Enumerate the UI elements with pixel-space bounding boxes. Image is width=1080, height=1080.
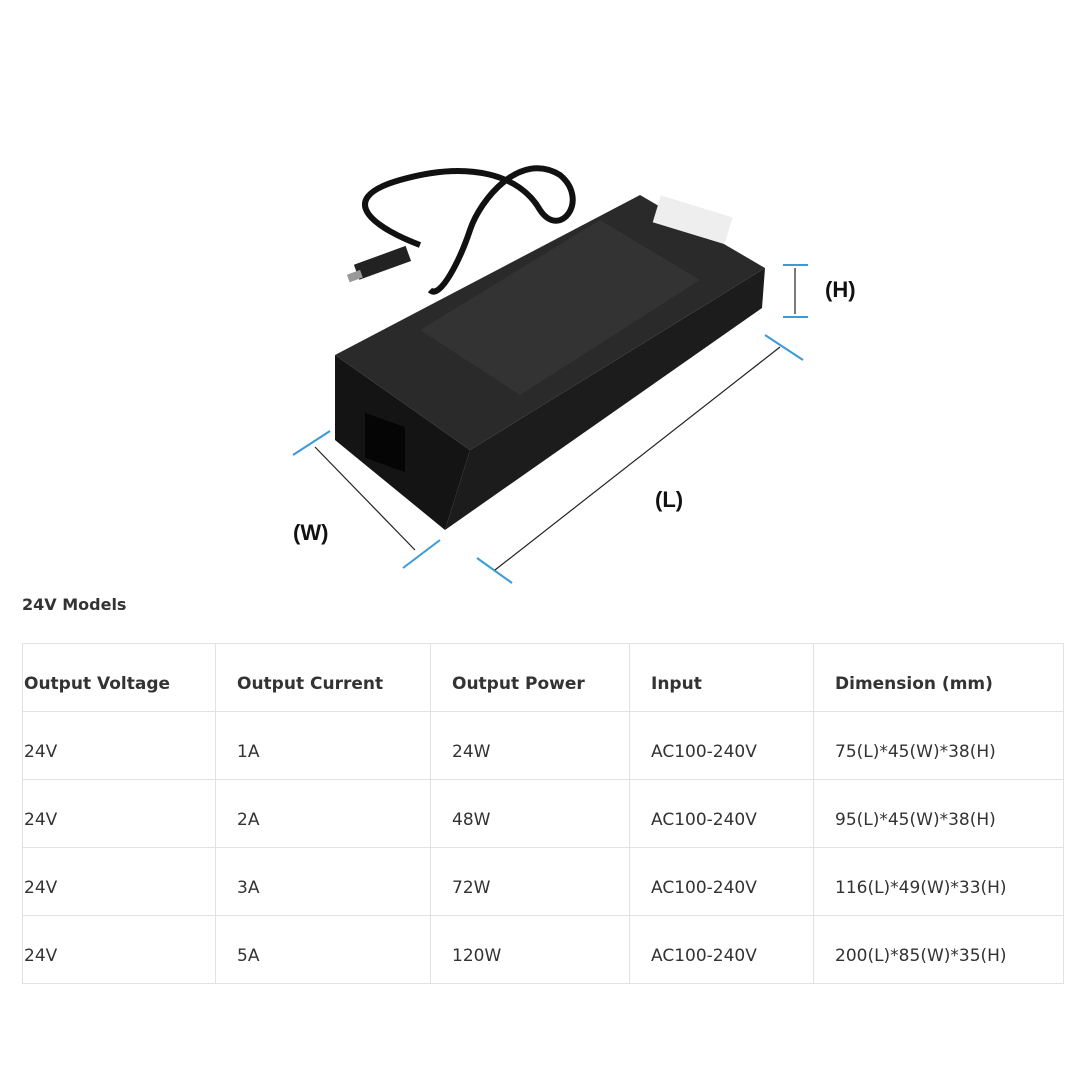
dc-cable: [362, 165, 576, 295]
cell-output-voltage: 24V: [22, 779, 216, 848]
dimension-ticks: [292, 264, 808, 584]
cell-output-voltage: 24V: [22, 711, 216, 780]
cell-input: AC100-240V: [629, 711, 814, 780]
height-label: (H): [825, 277, 856, 302]
cell-output-power: 48W: [430, 779, 630, 848]
cell-input: AC100-240V: [629, 915, 814, 984]
cell-output-power: 24W: [430, 711, 630, 780]
header-output-current: Output Current: [215, 643, 431, 712]
power-adapter-image: [292, 165, 808, 584]
adapter-side-face: [445, 268, 765, 530]
width-label: (W): [293, 520, 329, 545]
cell-output-current: 5A: [215, 915, 431, 984]
cell-output-voltage: 24V: [22, 847, 216, 916]
cell-input: AC100-240V: [629, 779, 814, 848]
header-output-voltage: Output Voltage: [22, 643, 216, 712]
cell-dimension: 116(L)*49(W)*33(H): [813, 847, 1064, 916]
dc-plug: [353, 245, 412, 280]
adapter-label-area: [420, 220, 700, 395]
header-dimension: Dimension (mm): [813, 643, 1064, 712]
cell-output-power: 72W: [430, 847, 630, 916]
length-label: (L): [655, 487, 684, 512]
header-output-power: Output Power: [430, 643, 630, 712]
header-input: Input: [629, 643, 814, 712]
table-header-row: Output Voltage Output Current Output Pow…: [22, 643, 1064, 712]
cell-output-current: 2A: [215, 779, 431, 848]
cell-output-current: 3A: [215, 847, 431, 916]
cell-dimension: 95(L)*45(W)*38(H): [813, 779, 1064, 848]
cell-output-power: 120W: [430, 915, 630, 984]
cell-input: AC100-240V: [629, 847, 814, 916]
cell-output-voltage: 24V: [22, 915, 216, 984]
dc-plug-tip: [346, 269, 363, 283]
specs-table: Output Voltage Output Current Output Pow…: [22, 643, 1064, 984]
product-sticker: [652, 195, 733, 245]
ac-inlet: [365, 412, 405, 473]
cell-dimension: 75(L)*45(W)*38(H): [813, 711, 1064, 780]
section-title: 24V Models: [22, 595, 127, 614]
cell-dimension: 200(L)*85(W)*35(H): [813, 915, 1064, 984]
dimension-arrows: [314, 268, 796, 571]
cell-output-current: 1A: [215, 711, 431, 780]
